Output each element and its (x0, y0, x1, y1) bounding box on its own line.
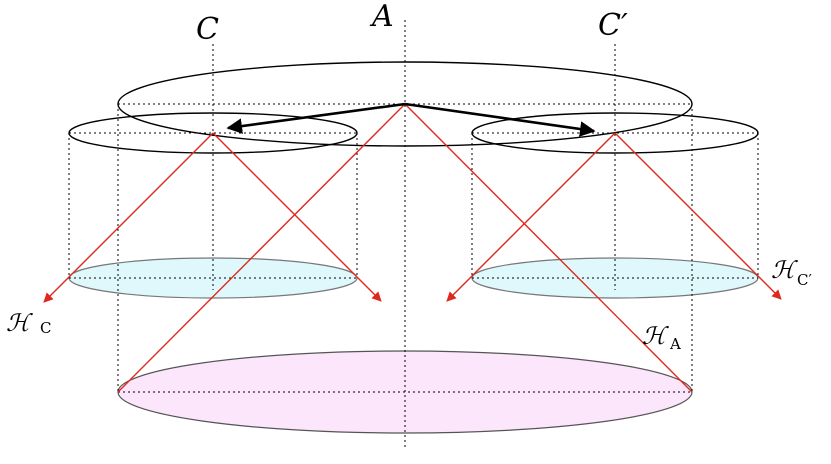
ray-c-right (212, 132, 382, 302)
label-h-c: ℋ C (6, 309, 51, 337)
arrow-a-to-c (226, 102, 406, 134)
top-ring-c (68, 112, 358, 154)
label-h-c-subscript: C (40, 319, 51, 337)
ray-c-left (43, 132, 214, 303)
ray-a-right (404, 103, 693, 393)
label-h-cp-subscript: C′ (797, 271, 812, 289)
label-a: A (369, 0, 394, 34)
label-c-prime: C′ (598, 8, 628, 43)
arrow-a-to-c-prime (404, 102, 596, 137)
ray-cp-left (446, 132, 616, 302)
top-ring-a (117, 61, 693, 147)
ray-a-left (117, 103, 406, 393)
ray-cp-right (614, 132, 782, 300)
top-ring-c-prime (471, 112, 759, 154)
label-h-c-prime: ℋ C′ (771, 256, 812, 289)
label-h-a: ℋ A (642, 322, 681, 353)
label-c: C (196, 12, 219, 47)
label-h-cp-symbol: ℋ (771, 256, 798, 284)
label-h-c-symbol: ℋ (6, 309, 33, 337)
label-h-a-subscript: A (669, 335, 681, 353)
label-h-a-symbol: ℋ (642, 322, 669, 350)
